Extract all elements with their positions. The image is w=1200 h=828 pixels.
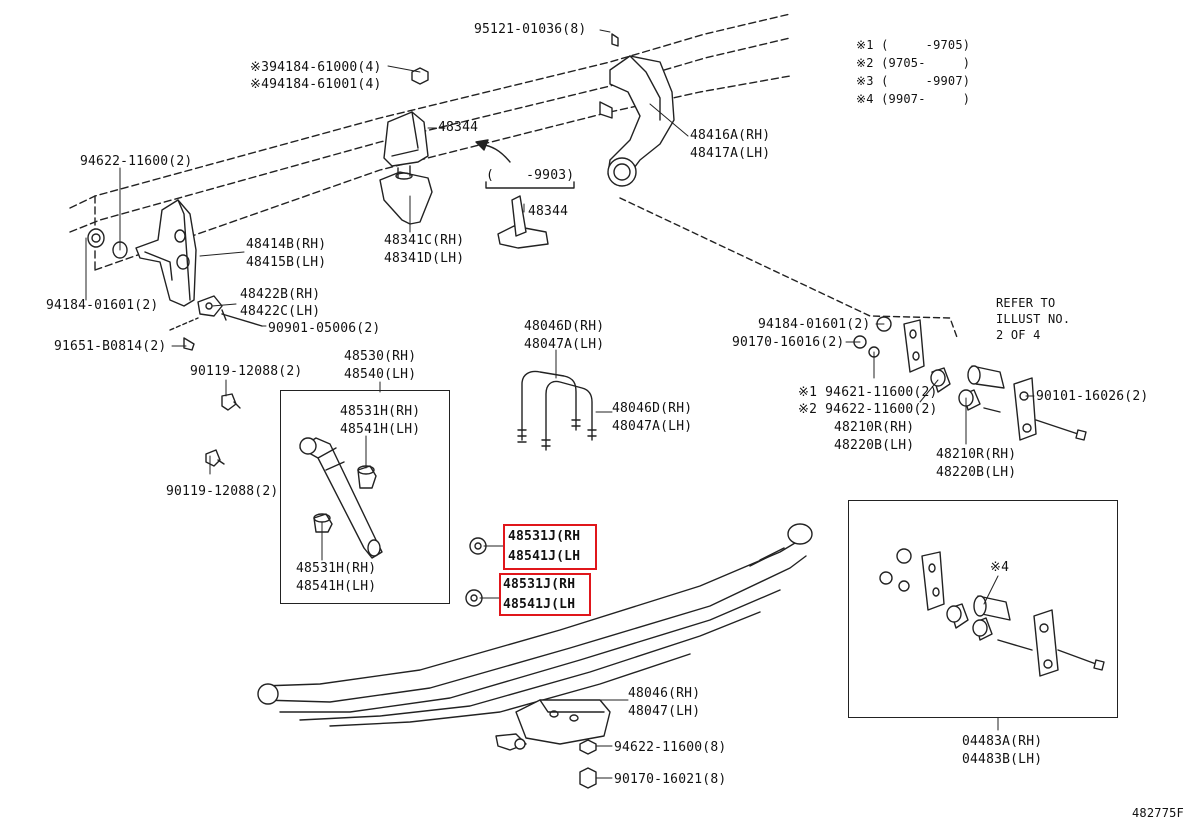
- label-48046d-a: 48046D(RH): [524, 319, 605, 334]
- label-48047: 48047(LH): [628, 704, 701, 719]
- hanger-to-shackle-dashed: [619, 197, 959, 341]
- note-1: ※1 ( -9705): [856, 38, 971, 52]
- refer-line-3: 2 OF 4: [996, 328, 1041, 342]
- shackle-kit-inset: [879, 548, 1105, 677]
- label-94184-61001: ※494184-61001(4): [250, 77, 382, 92]
- spring-seat-48046: [495, 699, 611, 751]
- label-94622-right: ※2 94622-11600(2): [798, 402, 938, 417]
- label-48414b: 48414B(RH): [246, 237, 327, 252]
- label-48415b: 48415B(LH): [246, 255, 327, 270]
- label-95121: 95121-01036(8): [474, 22, 587, 37]
- bump-stopper-48341c: [379, 165, 433, 225]
- label-94622-bottom: 94622-11600(8): [614, 740, 727, 755]
- shock-absorber-frame: [280, 390, 450, 604]
- bumper-bracket-48344: [383, 111, 429, 167]
- label-04483a: 04483A(RH): [962, 734, 1043, 749]
- label-48210r-b: 48210R(RH): [936, 447, 1017, 462]
- label-94622-top: 94622-11600(2): [80, 154, 193, 169]
- label-48531j-b: 48531J(RH: [503, 577, 576, 592]
- label-48530: 48530(RH): [344, 349, 417, 364]
- label-48541h-a: 48541H(LH): [340, 422, 421, 437]
- bolt-90119-a: [221, 393, 241, 411]
- label-90101: 90101-16026(2): [1036, 389, 1149, 404]
- nut-94622-bottom: [579, 739, 597, 755]
- refer-line-1: REFER TO: [996, 296, 1056, 310]
- label-91651: 91651-B0814(2): [54, 339, 167, 354]
- highlight-48531j-lower: [499, 573, 591, 616]
- highlight-48531j-upper: [503, 524, 597, 570]
- reference-arrow: [475, 139, 511, 163]
- refer-line-2: ILLUST NO.: [996, 312, 1071, 326]
- label-48344-inset: 48344: [528, 204, 569, 219]
- leaf-spring: [257, 523, 813, 727]
- label-9903: ( -9903): [486, 168, 575, 183]
- shackle-kit-frame: [848, 500, 1118, 718]
- leader-lines: [85, 29, 1035, 779]
- bolt-90119-b: [205, 449, 225, 467]
- shock-absorber-48530: [299, 437, 383, 559]
- note-3: ※3 ( -9907): [856, 74, 971, 88]
- label-94184-61000: ※394184-61000(4): [250, 60, 382, 75]
- nut-94184-61000: [411, 67, 429, 85]
- bushing-48531h-upper: [357, 465, 377, 489]
- label-48220b-b: 48220B(LH): [936, 465, 1017, 480]
- label-48531h-b: 48531H(RH): [296, 561, 377, 576]
- nut-90170-bottom: [579, 767, 597, 789]
- label-90119-a: 90119-12088(2): [190, 364, 303, 379]
- label-90170-bottom: 90170-16021(8): [614, 772, 727, 787]
- label-48541j-b: 48541J(LH: [503, 597, 576, 612]
- label-48531j-a: 48531J(RH: [508, 529, 581, 544]
- note-2: ※2 (9705- ): [856, 56, 971, 70]
- label-48417a: 48417A(LH): [690, 146, 771, 161]
- label-48047a-b: 48047A(LH): [612, 419, 693, 434]
- label-48416a: 48416A(RH): [690, 128, 771, 143]
- label-94621: ※1 94621-11600(2): [798, 385, 938, 400]
- shackle-plate-lower: [1013, 377, 1037, 441]
- label-48046: 48046(RH): [628, 686, 701, 701]
- label-04483b: 04483B(LH): [962, 752, 1043, 767]
- label-48341c: 48341C(RH): [384, 233, 465, 248]
- label-48210r-a: 48210R(RH): [834, 420, 915, 435]
- shackle-bushings-48210r: [930, 365, 1005, 411]
- label-48531h-a: 48531H(RH): [340, 404, 421, 419]
- shackle-plate-upper: [903, 319, 925, 373]
- shackle-bracket-48422: [169, 295, 263, 331]
- inset-9903-bracket: [485, 181, 575, 249]
- front-hanger-bracket: [135, 199, 197, 307]
- label-48541j-a: 48541J(LH: [508, 549, 581, 564]
- rear-spring-hanger-48416a: [599, 33, 675, 187]
- label-48422c: 48422C(LH): [240, 304, 321, 319]
- label-48344-top: 48344: [438, 120, 479, 135]
- diagram-id: 482775F: [1132, 806, 1184, 820]
- label-94184-left: 94184-01601(2): [46, 298, 159, 313]
- label-90170-right: 90170-16016(2): [732, 335, 845, 350]
- label-48540: 48540(LH): [344, 367, 417, 382]
- label-48046d-b: 48046D(RH): [612, 401, 693, 416]
- label-48341d: 48341D(LH): [384, 251, 465, 266]
- nut-washer-left: [87, 228, 128, 259]
- label-94184-right: 94184-01601(2): [758, 317, 871, 332]
- label-48422b: 48422B(RH): [240, 287, 321, 302]
- u-bolts-48046d: [517, 370, 597, 451]
- label-90119-b: 90119-12088(2): [166, 484, 279, 499]
- shackle-bolt-90101: [983, 407, 1087, 441]
- bolt-91651: [183, 337, 195, 351]
- note-4: ※4 (9907- ): [856, 92, 971, 106]
- label-48047a-a: 48047A(LH): [524, 337, 605, 352]
- label-note-x4: ※4: [990, 560, 1010, 575]
- label-90901: 90901-05006(2): [268, 321, 381, 336]
- label-48541h-b: 48541H(LH): [296, 579, 377, 594]
- label-48220b-a: 48220B(LH): [834, 438, 915, 453]
